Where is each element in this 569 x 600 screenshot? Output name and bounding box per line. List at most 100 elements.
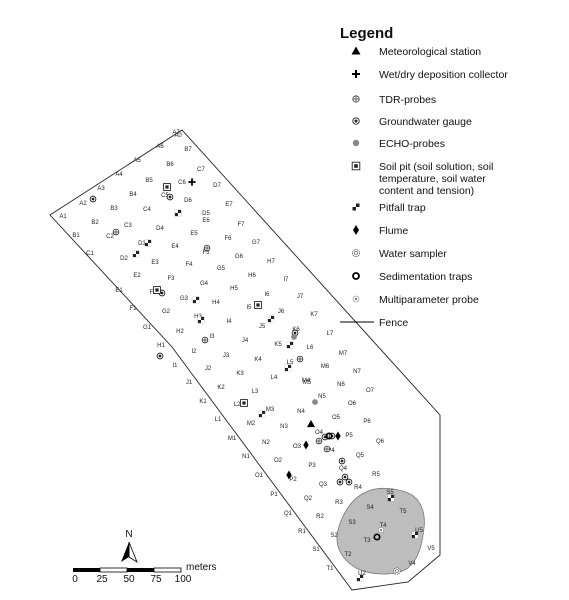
grid-label: A4 [115,172,123,178]
checker-icon [144,239,152,247]
grid-label: P3 [308,463,316,469]
circle-dot-icon [336,478,344,486]
ring-icon [352,272,360,280]
grid-label: G4 [200,281,209,287]
north-arrow-icon [121,542,129,562]
checker-icon [356,574,364,582]
grid-labels: A0A1A2A3A4A5A6A7B1B2B3B4B5B6B7C1C2C3C4C5… [59,130,435,577]
scale-tick-0: 0 [72,574,78,585]
grid-label: B3 [110,206,118,212]
grid-label: J1 [186,380,193,386]
grid-label: R1 [298,529,306,535]
grid-label: V5 [427,546,435,552]
scale-tick-75: 75 [150,574,162,585]
ring-icon [325,432,333,440]
checker-icon [411,531,419,539]
grid-label: J3 [223,353,230,359]
scale-bar: meters 0 25 50 75 100 [72,562,216,585]
grid-label: S5 [386,490,394,496]
checker-icon [174,209,182,217]
grid-label: T1 [326,566,334,572]
grid-label: H2 [176,329,184,335]
grid-label: D2 [120,256,128,262]
grid-label: U5 [415,528,423,534]
grid-label: O4 [315,430,324,436]
circle-dot-icon [89,195,97,203]
grid-label: O1 [255,473,264,479]
grid-label: R5 [372,472,380,478]
legend-label: Groundwater gauge [379,116,472,128]
checker-icon [258,410,266,418]
grid-label: E1 [115,288,123,294]
grid-label: L6 [307,345,314,351]
grid-label: O2 [274,458,283,464]
grid-label: O3 [293,444,302,450]
grid-label: P2 [289,477,297,483]
grid-label: Q4 [339,466,348,472]
diamond-icon [353,225,359,235]
grid-label: T3 [363,538,371,544]
grid-label: H4 [212,300,220,306]
north-label: N [125,529,132,540]
circle-dot-icon [338,457,346,465]
grid-label: L4 [271,375,278,381]
grid-label: V4 [408,561,416,567]
grid-label: C2 [106,234,114,240]
grid-label: Q3 [319,482,328,488]
grid-label: M2 [247,421,256,427]
grid-label: C4 [143,207,151,213]
legend-item: Fence [340,317,408,329]
circle-plus-icon [323,445,331,453]
grid-label: H6 [248,273,256,279]
legend-item: ECHO-probes [352,138,445,150]
grid-label: M1 [228,436,237,442]
grid-label: P5 [345,433,353,439]
grid-label: N1 [242,454,250,460]
grid-label: I2 [191,349,197,355]
grid-label: S2 [330,533,338,539]
grid-label: G3 [180,296,189,302]
grid-label: C6 [178,180,186,186]
grid-label: F5 [202,250,210,256]
legend-label: Fence [379,317,408,329]
legend-item: Flume [353,225,408,237]
square-dot-icon [254,301,262,309]
ring-icon [373,533,381,541]
grid-label: Q1 [284,511,293,517]
legend-label: Sedimentation traps [379,271,472,283]
grid-label: E3 [151,260,159,266]
legend-item: Sedimentation traps [352,271,472,283]
map-features [89,178,419,582]
grid-label: G5 [217,266,226,272]
grid-label: H1 [157,343,165,349]
scale-tick-25: 25 [96,574,108,585]
cross-icon [352,70,360,78]
grid-label: D6 [184,198,192,204]
square-dot-icon [240,399,248,407]
grid-label: P6 [363,419,371,425]
grid-label: E4 [171,244,179,250]
grid-label: N7 [353,369,361,375]
grid-label: G2 [162,309,171,315]
grid-label: T5 [399,509,407,515]
grid-label: O6 [348,401,357,407]
square-dot-icon [153,286,161,294]
legend-label: Pitfall trap [379,202,426,214]
grid-label: I4 [226,319,232,325]
circle-dot-icon [166,193,174,201]
grid-label: I7 [283,277,289,283]
circle-plus-icon [112,228,120,236]
legend-label: content and tension) [379,185,474,197]
square-dot-icon [351,161,361,171]
fence-boundary [49,129,441,591]
grid-label: H5 [230,286,238,292]
grid-label: A2 [79,201,87,207]
triangle-icon [351,46,361,55]
grid-label: C5 [161,193,169,199]
circle-dot-icon [156,352,164,360]
legend-item: Groundwater gauge [352,116,472,128]
grid-label: B5 [145,178,153,184]
grid-label: D4 [156,226,164,232]
grid-label: E2 [133,273,141,279]
